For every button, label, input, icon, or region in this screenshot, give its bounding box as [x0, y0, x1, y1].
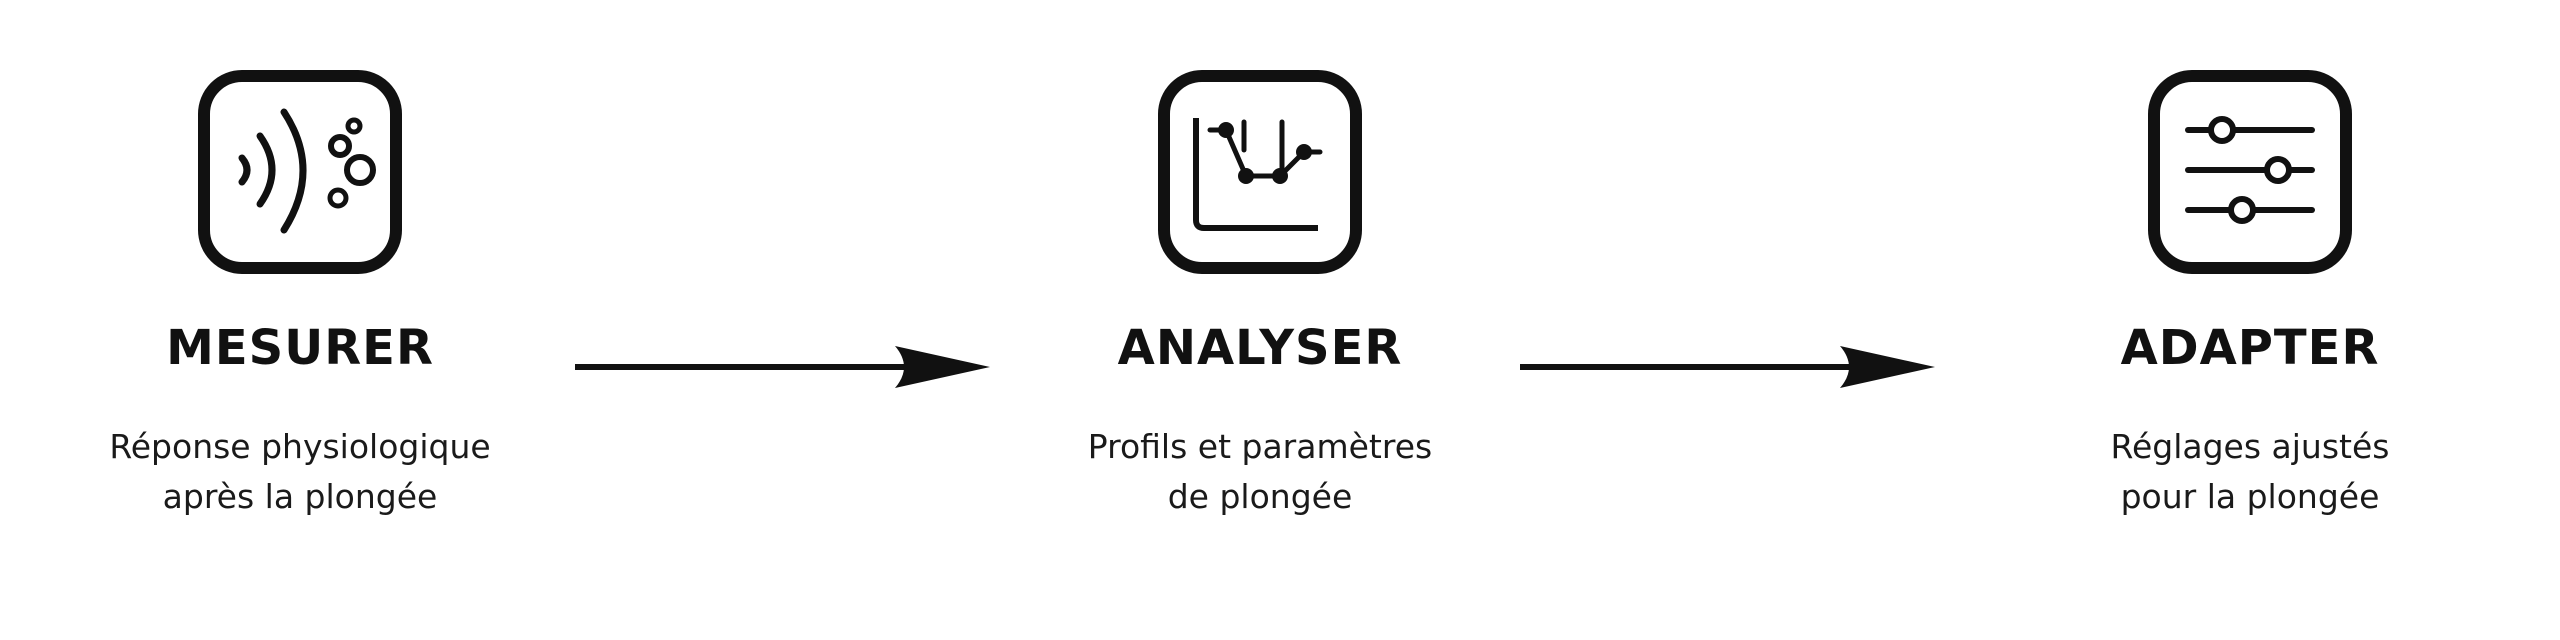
step-description-line: Profils et paramètres	[1087, 427, 1433, 466]
step-title: ADAPTER	[2120, 320, 2380, 376]
step-description-line: après la plongée	[162, 477, 438, 516]
step-title: ANALYSER	[1117, 320, 1403, 376]
step-description-line: Réglages ajustés	[2110, 427, 2390, 466]
step-description-line: pour la plongée	[2120, 477, 2380, 516]
dive-profile-chart-icon	[1158, 70, 1362, 274]
step-title: MESURER	[166, 320, 434, 376]
step-description-line: de plongée	[1167, 477, 1353, 516]
sonar-bubbles-icon	[198, 70, 402, 274]
step-description: Profils et paramètres de plongée	[1000, 422, 1520, 522]
arrow-right-icon	[1520, 342, 1935, 392]
step-description: Réglages ajustés pour la plongée	[1990, 422, 2510, 522]
step-description: Réponse physiologique après la plongée	[40, 422, 560, 522]
arrow-right-icon	[575, 342, 990, 392]
step-description-line: Réponse physiologique	[109, 427, 491, 466]
sliders-icon	[2148, 70, 2352, 274]
